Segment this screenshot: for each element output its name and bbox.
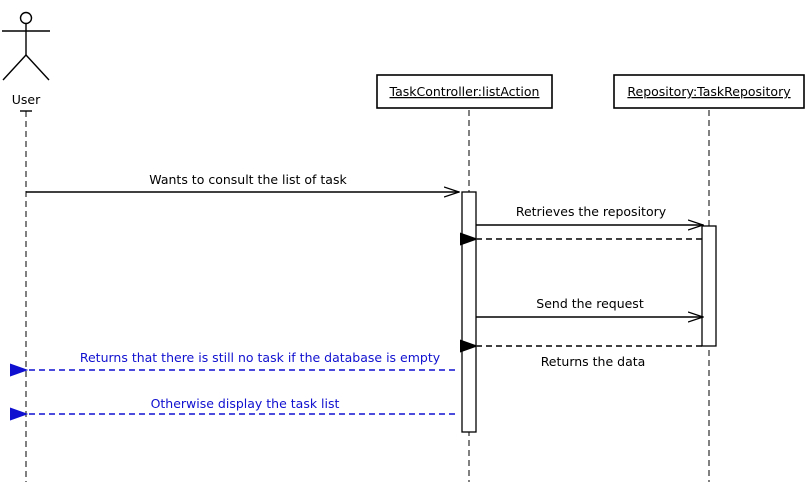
participant-repository: Repository:TaskRepository	[613, 74, 805, 109]
actor-head	[19, 11, 33, 25]
message-label: Otherwise display the task list	[151, 396, 340, 411]
participant-label: TaskController:listAction	[389, 84, 540, 99]
message-label: Send the request	[536, 296, 644, 311]
activation-bar-task-controller	[461, 191, 477, 433]
message-label: Returns the data	[541, 354, 646, 369]
message-label: Retrieves the repository	[516, 204, 667, 219]
actor-label: User	[12, 92, 41, 107]
message-display-list: Otherwise display the task list	[27, 396, 455, 414]
message-send-request: Send the request	[476, 296, 703, 317]
message-consult-list: Wants to consult the list of task	[26, 172, 459, 192]
actor-left-leg	[2, 54, 27, 81]
participant-box	[376, 74, 553, 109]
participant-task-controller: TaskController:listAction	[376, 74, 553, 109]
message-label: Returns that there is still no task if t…	[80, 350, 441, 365]
message-return-empty: Returns that there is still no task if t…	[27, 350, 455, 370]
participant-box	[613, 74, 805, 109]
message-retrieve-repository: Retrieves the repository	[476, 204, 703, 225]
participant-label: Repository:TaskRepository	[627, 84, 791, 99]
message-label: Wants to consult the list of task	[149, 172, 347, 187]
message-return-data: Returns the data	[477, 346, 702, 369]
activation-bar-repository	[701, 225, 717, 347]
actor-right-leg	[25, 54, 50, 81]
actor-user: User	[2, 11, 50, 112]
